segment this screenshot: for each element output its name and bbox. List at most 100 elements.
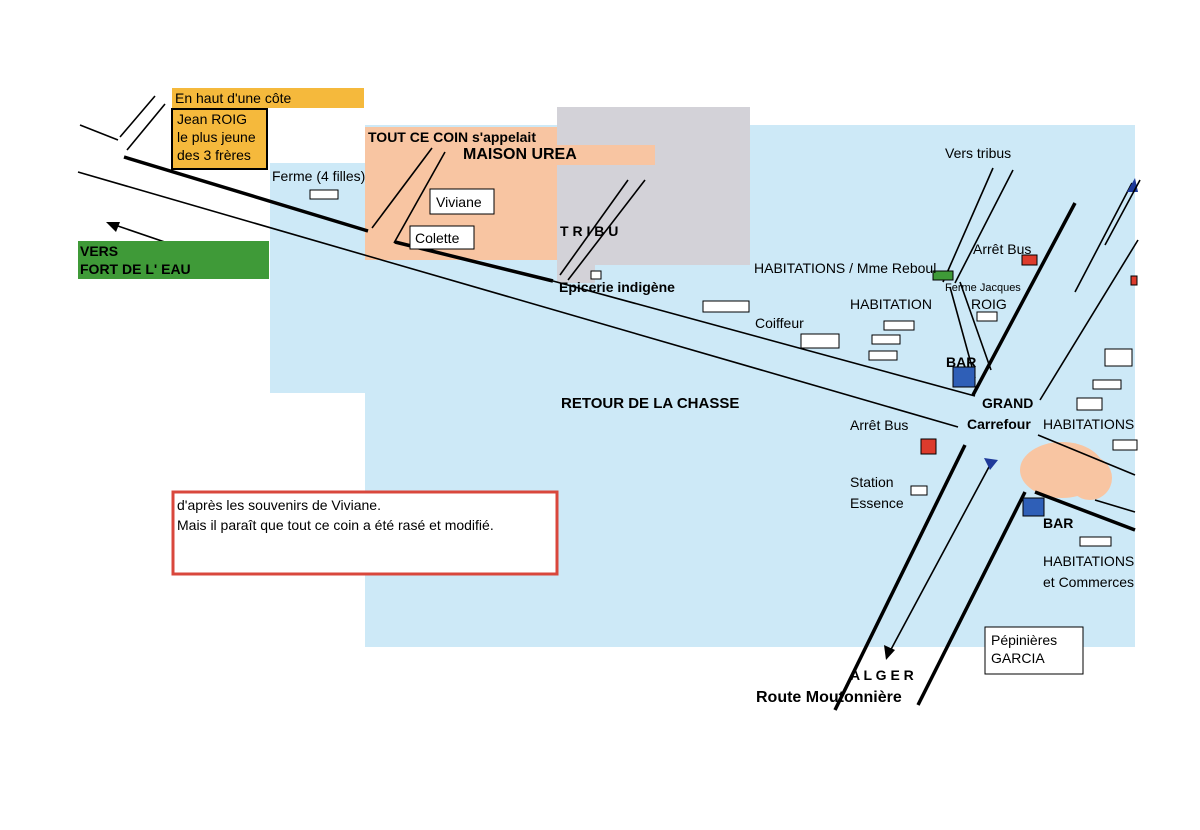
- label-bar-top: BAR: [946, 354, 976, 370]
- road-grand-carrefour-ne: [971, 202, 1077, 396]
- road-retour-upper-east: [552, 280, 976, 397]
- label-habitation: HABITATION: [850, 296, 932, 312]
- road-ferme-jacques-1: [949, 286, 976, 379]
- road-corner-c: [126, 103, 166, 151]
- label-pepinieres-2: GARCIA: [991, 650, 1045, 666]
- building-right-1: [1104, 348, 1133, 367]
- label-coiffeur: Coiffeur: [755, 315, 804, 331]
- label-essence: Essence: [850, 495, 904, 511]
- en-haut-box: [172, 88, 364, 108]
- label-retour: RETOUR DE LA CHASSE: [561, 395, 739, 412]
- label-roig: ROIG: [971, 296, 1007, 312]
- label-jean-roig-2: le plus jeune: [177, 129, 256, 145]
- text-labels: En haut d'une côte Jean ROIG le plus jeu…: [80, 90, 1134, 706]
- buildings: [309, 189, 1138, 547]
- building-commerces: [1079, 536, 1112, 547]
- label-note-2: Mais il paraît que tout ce coin a été ra…: [177, 517, 494, 533]
- arrow-north-east-line: [1074, 182, 1133, 293]
- label-commerces: et Commerces: [1043, 574, 1134, 590]
- note-box: [171, 490, 559, 576]
- road-retour-lower: [77, 171, 959, 428]
- peach-blob-2: [1068, 456, 1112, 500]
- road-carrefour-east: [1039, 239, 1139, 401]
- road-vers-tribus-1: [942, 167, 994, 283]
- label-ferme-jacques: Ferme Jacques: [945, 282, 1021, 294]
- road-alger-east: [916, 491, 1027, 706]
- label-viviane: Viviane: [436, 194, 482, 210]
- zone-blue-left: [270, 163, 370, 393]
- markers: [920, 254, 1138, 517]
- label-epicerie: Epicerie indigène: [559, 279, 675, 295]
- label-jean-roig-3: des 3 frères: [177, 147, 251, 163]
- label-route: Route Moutonnière: [756, 689, 902, 706]
- arrow-alger-line: [887, 464, 991, 656]
- road-tribu-2: [567, 179, 646, 281]
- building-right-3: [1076, 397, 1103, 411]
- label-en-haut: En haut d'une côte: [175, 90, 292, 106]
- label-vers-1: VERS: [80, 243, 118, 259]
- bus-stop-green-marker: [932, 270, 954, 281]
- road-maison-2: [393, 151, 446, 244]
- label-colette: Colette: [415, 230, 460, 246]
- road-maison-1: [371, 147, 433, 229]
- label-vers-tribus: Vers tribus: [945, 145, 1011, 161]
- label-note-1: d'après les souvenirs de Viviane.: [177, 497, 381, 513]
- jean-roig-box: [171, 108, 268, 170]
- label-alger: A L G E R: [850, 667, 914, 683]
- building-habitations-1: [702, 300, 750, 313]
- label-bar-bottom: BAR: [1043, 515, 1073, 531]
- viviane-box: [429, 188, 495, 215]
- road-vers-tribus-2: [954, 169, 1014, 284]
- building-habitation-1: [883, 320, 915, 331]
- road-east-right: [1094, 499, 1136, 513]
- road-east-lower: [1034, 490, 1136, 532]
- label-station: Station: [850, 474, 894, 490]
- label-carrefour: Carrefour: [967, 416, 1031, 432]
- pepinieres-box: [984, 626, 1084, 675]
- label-arret-bus-mid: Arrêt Bus: [850, 417, 908, 433]
- colette-box: [409, 225, 475, 250]
- arrow-north-line: [1104, 179, 1141, 246]
- bar-bottom-marker: [1022, 497, 1045, 517]
- road-ferme-jacques-2: [959, 281, 992, 371]
- building-right-4: [1112, 439, 1138, 451]
- label-arret-bus-top: Arrêt Bus: [973, 241, 1031, 257]
- label-habitations-right: HABITATIONS: [1043, 416, 1134, 432]
- bar-top-marker: [952, 366, 976, 388]
- label-habitations-mme: HABITATIONS / Mme Reboul: [754, 260, 936, 276]
- arrow-alger-head: [884, 645, 895, 660]
- label-maison-urea: MAISON UREA: [463, 146, 577, 163]
- building-coiffeur: [800, 333, 840, 349]
- label-grand: GRAND: [982, 395, 1033, 411]
- road-retour-upper-west: [123, 155, 369, 233]
- building-habitation-2: [871, 334, 901, 345]
- bus-stop-top-marker: [1021, 254, 1038, 266]
- label-tribu: T R I B U: [560, 223, 618, 239]
- building-right-2: [1092, 379, 1122, 390]
- zone-grey-band: [557, 165, 655, 183]
- label-ferme: Ferme (4 filles): [272, 168, 365, 184]
- building-roig: [976, 311, 998, 322]
- label-pepinieres-1: Pépinières: [991, 632, 1057, 648]
- road-corner-b: [119, 95, 156, 138]
- bus-stop-edge-marker: [1130, 275, 1138, 286]
- building-ferme: [309, 189, 339, 200]
- road-east-mid: [1037, 434, 1136, 476]
- label-jean-roig-1: Jean ROIG: [177, 111, 247, 127]
- label-boxes: [78, 88, 1084, 675]
- roads: [77, 95, 1139, 711]
- arrow-carrefour-head: [984, 458, 998, 470]
- building-epicerie: [590, 270, 602, 280]
- road-alger-west: [833, 444, 967, 711]
- zone-peach-band: [557, 145, 655, 165]
- building-station: [910, 485, 928, 496]
- arrow-vers-fort-head: [106, 222, 120, 232]
- label-habitations-bottom: HABITATIONS: [1043, 553, 1134, 569]
- vers-fort-box: [78, 241, 269, 279]
- bus-stop-mid-marker: [920, 438, 937, 455]
- building-habitation-3: [868, 350, 898, 361]
- label-tout-ce-coin: TOUT CE COIN s'appelait: [368, 129, 536, 145]
- label-vers-2: FORT DE L' EAU: [80, 261, 191, 277]
- road-corner-a: [79, 124, 119, 141]
